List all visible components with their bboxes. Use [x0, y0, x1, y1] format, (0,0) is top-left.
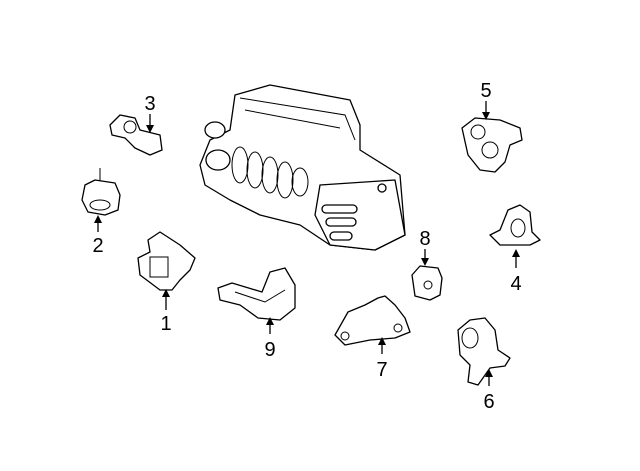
- callout-8: 8: [419, 228, 431, 266]
- part-9-bracket: [217, 267, 296, 321]
- callout-9: 9: [264, 317, 276, 361]
- callout-5: 5: [480, 80, 492, 120]
- engine-assembly: [199, 84, 406, 251]
- callout-1: 1: [160, 289, 172, 335]
- part-8-damper: [411, 265, 443, 301]
- svg-text:1: 1: [160, 313, 171, 335]
- part-4-mount: [489, 204, 541, 246]
- part-5-mount: [461, 117, 523, 173]
- part-7-bracket: [334, 295, 411, 346]
- part-1-mount: [137, 231, 196, 291]
- svg-text:9: 9: [264, 339, 275, 361]
- callout-2: 2: [92, 215, 104, 257]
- svg-text:5: 5: [480, 80, 491, 102]
- svg-text:7: 7: [376, 359, 387, 381]
- svg-text:3: 3: [144, 93, 155, 115]
- part-3-bracket: [109, 114, 163, 156]
- svg-text:4: 4: [510, 273, 521, 295]
- part-2-mount: [81, 168, 121, 216]
- svg-text:6: 6: [483, 391, 494, 413]
- callout-3: 3: [144, 93, 156, 133]
- svg-text:8: 8: [419, 228, 430, 250]
- svg-text:2: 2: [92, 235, 103, 257]
- callout-7: 7: [376, 337, 388, 381]
- callout-6: 6: [483, 369, 495, 413]
- callout-4: 4: [510, 249, 522, 295]
- part-6-mount: [457, 317, 511, 386]
